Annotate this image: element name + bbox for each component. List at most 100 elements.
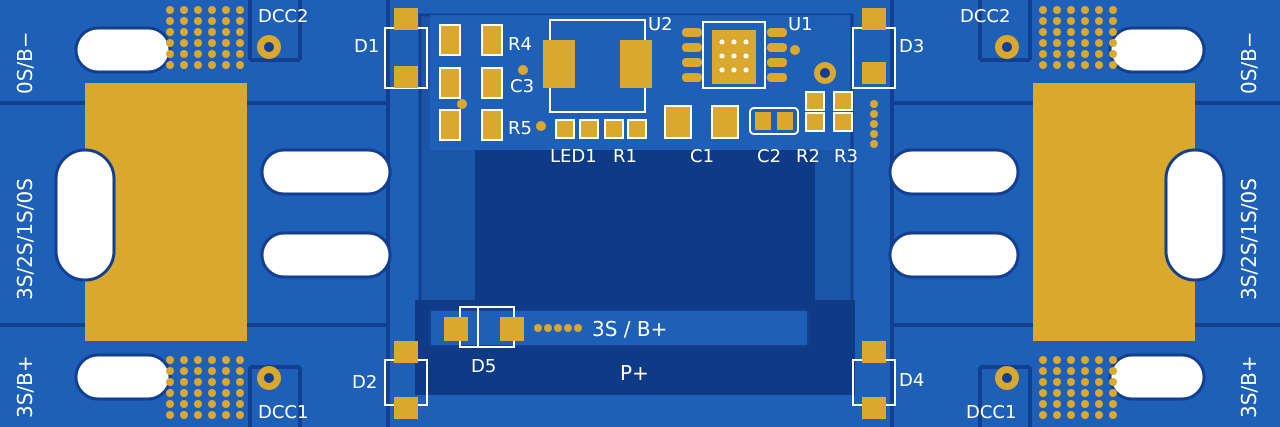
- label-d3: D3: [899, 36, 924, 57]
- via: [236, 39, 244, 47]
- via: [166, 400, 174, 408]
- right-header-pads: [870, 100, 878, 148]
- via: [166, 50, 174, 58]
- via: [1081, 17, 1089, 25]
- via: [1039, 411, 1047, 419]
- left-bottom-slot: [74, 353, 172, 401]
- right-top-slot: [1108, 26, 1206, 74]
- smd-components: [439, 24, 853, 141]
- via: [1109, 400, 1117, 408]
- via: [208, 28, 216, 36]
- via: [1053, 61, 1061, 69]
- r4-pad-a: [439, 24, 461, 56]
- via: [236, 389, 244, 397]
- via: [166, 39, 174, 47]
- via: [222, 356, 230, 364]
- via: [180, 28, 188, 36]
- left-top-slot: [74, 26, 172, 74]
- r2-pad-b: [833, 91, 853, 111]
- label-d4: D4: [899, 370, 924, 391]
- diode-d1: [384, 8, 428, 89]
- via: [166, 356, 174, 364]
- via: [1053, 367, 1061, 375]
- via: [1095, 39, 1103, 47]
- r2-pad-a: [805, 91, 825, 111]
- dcc-pads: [257, 35, 1019, 390]
- edge-label-right-top: 0S/B−: [1237, 31, 1261, 94]
- via: [180, 39, 188, 47]
- via: [1081, 50, 1089, 58]
- via: [222, 411, 230, 419]
- via: [1053, 400, 1061, 408]
- via-grids: [166, 6, 1117, 419]
- via: [194, 400, 202, 408]
- via: [1081, 356, 1089, 364]
- via: [180, 6, 188, 14]
- via: [1095, 378, 1103, 386]
- via: [1109, 6, 1117, 14]
- via: [1095, 17, 1103, 25]
- via: [1081, 367, 1089, 375]
- label-r2: R2: [796, 146, 820, 167]
- via: [1053, 378, 1061, 386]
- label-dcc2-right: DCC2: [960, 6, 1010, 27]
- via: [194, 61, 202, 69]
- via: [166, 378, 174, 386]
- via: [1067, 17, 1075, 25]
- via: [1039, 6, 1047, 14]
- via: [1053, 50, 1061, 58]
- label-pad-3s-bplus: 3S / B+: [592, 317, 667, 341]
- via: [1095, 400, 1103, 408]
- label-u2: U2: [648, 14, 673, 35]
- label-dcc1-left: DCC1: [258, 402, 308, 423]
- via: [208, 411, 216, 419]
- c2-component: [749, 107, 799, 135]
- c1-pad-a: [664, 105, 692, 139]
- label-d1: D1: [354, 36, 379, 57]
- via: [1067, 411, 1075, 419]
- right-vertical-slot: [1164, 148, 1226, 282]
- label-p-plus: P+: [620, 361, 649, 385]
- via: [166, 17, 174, 25]
- via: [1109, 28, 1117, 36]
- via: [1081, 400, 1089, 408]
- via: [180, 378, 188, 386]
- via: [1039, 367, 1047, 375]
- via: [1039, 28, 1047, 36]
- via: [222, 39, 230, 47]
- via: [180, 356, 188, 364]
- via: [222, 389, 230, 397]
- label-c1: C1: [690, 146, 714, 167]
- via: [1095, 367, 1103, 375]
- via: [208, 356, 216, 364]
- d5-test-pads: [534, 324, 582, 332]
- via: [1039, 17, 1047, 25]
- via: [180, 61, 188, 69]
- r3-pad-b: [833, 112, 853, 132]
- via: [236, 367, 244, 375]
- via: [222, 61, 230, 69]
- via: [194, 17, 202, 25]
- via: [194, 6, 202, 14]
- via: [1067, 50, 1075, 58]
- via: [1053, 389, 1061, 397]
- label-dcc2-left: DCC2: [258, 6, 308, 27]
- left-slot-a: [260, 148, 392, 196]
- via: [166, 367, 174, 375]
- via: [194, 50, 202, 58]
- via: [1039, 378, 1047, 386]
- via: [1039, 389, 1047, 397]
- via: [166, 61, 174, 69]
- via: [1109, 411, 1117, 419]
- via: [194, 39, 202, 47]
- via: [1053, 28, 1061, 36]
- u1-chip: [682, 21, 787, 89]
- edge-label-left-bottom: 3S/B+: [13, 355, 37, 418]
- via: [236, 28, 244, 36]
- label-r3: R3: [834, 146, 858, 167]
- label-d2: D2: [352, 372, 377, 393]
- via: [222, 400, 230, 408]
- via: [1095, 356, 1103, 364]
- right-slot-a: [888, 148, 1020, 196]
- via: [1081, 39, 1089, 47]
